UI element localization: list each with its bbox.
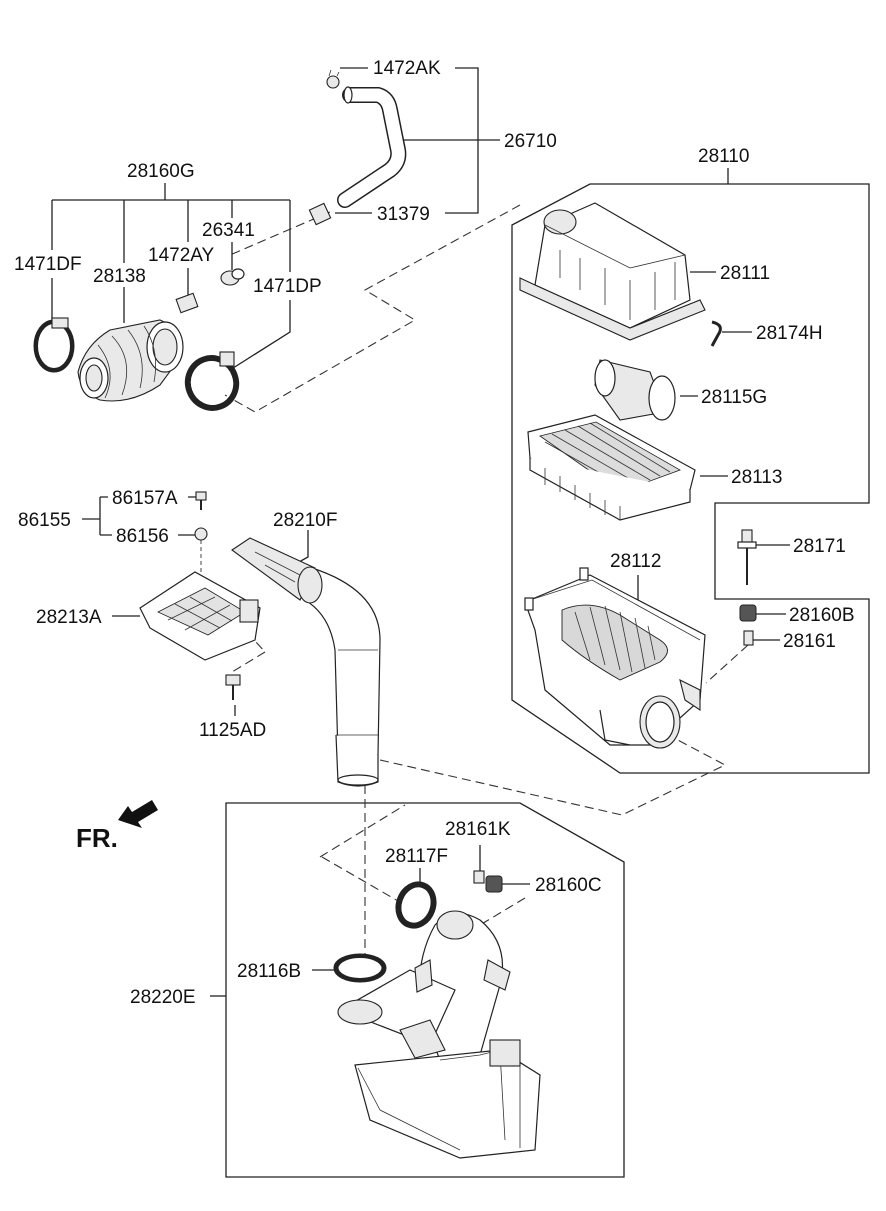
- air-guide-28213A: [139, 571, 261, 661]
- part-labels: 1472AK 26710 31379 28160G 26341 1472AY 1…: [14, 58, 855, 1008]
- clip-1472AK: [326, 69, 340, 89]
- frame-28220E: [225, 802, 625, 1178]
- leader-lines: [51, 67, 790, 997]
- label-28110: 28110: [698, 146, 749, 167]
- label-31379: 31379: [377, 204, 430, 225]
- nipple-26341: [220, 268, 245, 286]
- pin-28161K: [473, 870, 485, 884]
- label-28161: 28161: [783, 631, 836, 652]
- label-28171: 28171: [793, 536, 846, 557]
- pin-28161: [743, 630, 754, 646]
- label-28117F: 28117F: [385, 846, 448, 867]
- connector-31379: [308, 202, 332, 226]
- screw-1125AD: [225, 674, 241, 700]
- label-86157A: 86157A: [112, 488, 178, 509]
- breather-hose-26710: [337, 86, 407, 208]
- label-86155: 86155: [18, 510, 71, 531]
- sensor-tube-28115G: [594, 359, 676, 421]
- label-28115G: 28115G: [701, 387, 767, 408]
- label-28210F: 28210F: [273, 510, 337, 531]
- hose-clamp-1471DP: [184, 351, 240, 411]
- clip-1472AY: [175, 292, 199, 314]
- resonator-28220E: [337, 910, 541, 1159]
- label-26341: 26341: [202, 220, 255, 241]
- label-1125AD: 1125AD: [199, 720, 266, 741]
- bolt-28171: [737, 529, 757, 585]
- label-28160B: 28160B: [789, 605, 855, 626]
- front-direction-arrow-icon: [118, 800, 158, 828]
- label-28138: 28138: [93, 266, 146, 287]
- label-28112: 28112: [610, 551, 661, 572]
- hose-clamp-1471DF: [33, 317, 75, 373]
- label-28160G: 28160G: [127, 161, 195, 182]
- assembly-line-lower: [319, 785, 526, 956]
- label-28213A: 28213A: [36, 607, 102, 628]
- assembly-line-middle: [379, 719, 727, 816]
- seal-ring-28116B: [333, 953, 387, 983]
- seal-ring-28117F: [395, 881, 437, 929]
- label-86156: 86156: [116, 526, 169, 547]
- grommet-28160C: [485, 875, 503, 893]
- air-cleaner-body-28112: [524, 567, 706, 749]
- label-28220E: 28220E: [130, 987, 196, 1008]
- grommet-28160B: [739, 604, 757, 622]
- label-1472AY: 1472AY: [148, 245, 215, 266]
- label-28116B: 28116B: [237, 961, 301, 982]
- bolt-86157A: [195, 491, 207, 510]
- assembly-line-upper: [224, 204, 521, 413]
- label-28161K: 28161K: [445, 819, 511, 840]
- assembly-line-28161: [705, 644, 749, 684]
- label-26710: 26710: [504, 131, 557, 152]
- air-cleaner-cover-28111: [519, 202, 706, 341]
- air-filter-28113: [527, 414, 696, 521]
- label-1471DP: 1471DP: [253, 276, 322, 297]
- label-1472AK: 1472AK: [373, 58, 441, 79]
- label-28160C: 28160C: [535, 875, 602, 896]
- label-28174H: 28174H: [756, 323, 823, 344]
- label-1471DF: 1471DF: [14, 254, 82, 275]
- clip-28174H: [710, 320, 722, 347]
- label-28111: 28111: [720, 263, 770, 284]
- direction-label-fr: FR.: [76, 823, 118, 853]
- label-28113: 28113: [731, 467, 782, 488]
- frame-28110: [511, 183, 870, 774]
- intake-hose-28138: [77, 319, 184, 402]
- duct-28210F: [231, 537, 381, 787]
